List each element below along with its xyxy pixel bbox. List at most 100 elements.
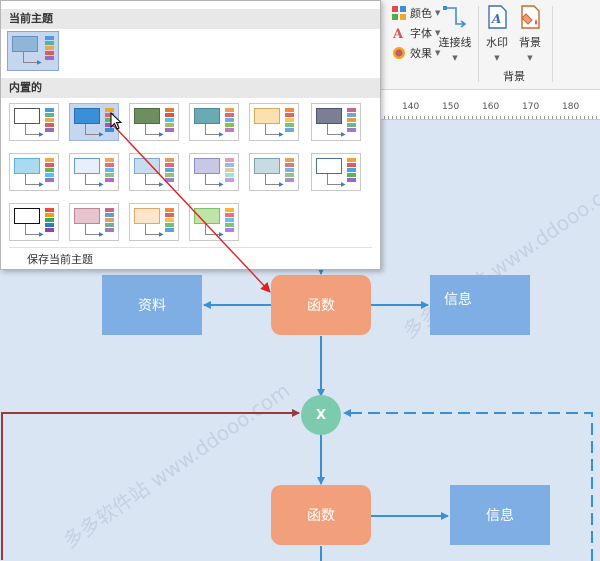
ruler-tick (532, 116, 533, 119)
save-current-theme-button[interactable]: 保存当前主题 (27, 253, 93, 266)
palette-swatch (45, 218, 54, 222)
theme-tile[interactable]: ▶ (189, 103, 239, 141)
theme-tile[interactable]: ▶ (189, 203, 239, 241)
theme-tile[interactable]: ▶ (9, 153, 59, 191)
background-bucket-icon (521, 5, 540, 29)
theme-tile[interactable]: ▶ (129, 203, 179, 241)
theme-preview-shape (194, 208, 220, 224)
palette-swatch (225, 228, 234, 232)
effect-icon (393, 47, 405, 59)
palette-swatch (165, 228, 174, 232)
theme-preview-arrow-icon: ▶ (159, 131, 164, 138)
theme-preview-connector (85, 134, 100, 135)
theme-color-palette (45, 208, 54, 232)
palette-swatch (165, 123, 174, 127)
theme-tile[interactable]: ▶ (129, 153, 179, 191)
palette-swatch (45, 36, 54, 40)
ruler-tick (408, 116, 409, 119)
svg-text:A: A (392, 27, 404, 40)
theme-tile[interactable]: ▶ (311, 103, 361, 141)
background-button[interactable]: 背景 ▼ (515, 4, 545, 62)
watermark-label: 水印 (486, 36, 508, 49)
ribbon-separator (478, 6, 479, 82)
connector-button[interactable]: 连接线 ▼ (436, 4, 474, 62)
theme-tile[interactable]: ▶ (69, 203, 119, 241)
palette-swatch (347, 173, 356, 177)
theme-preview-shape (254, 158, 280, 174)
ruler-tick (452, 116, 453, 119)
ruler-tick (468, 116, 469, 119)
connector-dashed-right-to-x[interactable] (343, 409, 593, 561)
theme-preview-shape (14, 158, 40, 174)
connector-left-to-x[interactable] (1, 409, 300, 560)
function-node-1[interactable]: 函数 (271, 275, 371, 335)
theme-preview-shape (194, 108, 220, 124)
effect-button[interactable]: 效果▼ (392, 44, 440, 62)
theme-preview-connector (85, 184, 100, 185)
theme-preview-shape (134, 158, 160, 174)
theme-preview-arrow-icon: ▶ (99, 231, 104, 238)
theme-tile[interactable]: ▶ (311, 153, 361, 191)
theme-preview-connector (145, 234, 160, 235)
theme-tile[interactable]: ▶ (249, 153, 299, 191)
palette-swatch (347, 123, 356, 127)
ruler-tick (388, 116, 389, 119)
current-theme-tile[interactable]: ▶ (7, 31, 59, 71)
watermark-button[interactable]: A 水印 ▼ (482, 4, 512, 62)
palette-swatch (165, 158, 174, 162)
palette-swatch (225, 158, 234, 162)
ruler-tick-label: 180 (562, 102, 580, 112)
junction-x-node[interactable]: X (301, 395, 341, 435)
palette-swatch (105, 208, 114, 212)
builtin-themes-header: 内置的 (1, 78, 380, 98)
theme-color-palette (285, 158, 294, 182)
palette-swatch (105, 128, 114, 132)
palette-swatch (347, 168, 356, 172)
theme-tile[interactable]: ▶ (69, 153, 119, 191)
theme-preview-connector (205, 234, 220, 235)
ruler-tick (404, 116, 405, 119)
font-label: 字体 (410, 27, 432, 40)
ruler-tick (588, 116, 589, 119)
theme-color-palette (165, 208, 174, 232)
theme-color-palette (45, 36, 54, 60)
color-grid-icon (392, 6, 406, 20)
palette-swatch (225, 223, 234, 227)
palette-swatch (105, 118, 114, 122)
ruler-tick (552, 116, 553, 119)
ruler-tick (520, 116, 521, 119)
color-button[interactable]: 颜色▼ (392, 4, 440, 22)
ruler-tick (400, 116, 401, 119)
theme-preview-arrow-icon: ▶ (37, 59, 42, 66)
palette-swatch (105, 163, 114, 167)
ruler-tick (572, 116, 573, 119)
palette-swatch (105, 158, 114, 162)
theme-color-palette (105, 158, 114, 182)
theme-preview-shape (316, 158, 342, 174)
palette-swatch (165, 173, 174, 177)
theme-tile[interactable]: ▶ (129, 103, 179, 141)
ruler-tick (544, 116, 545, 119)
theme-tile[interactable]: ▶ (249, 103, 299, 141)
font-button[interactable]: A 字体▼ (392, 24, 440, 42)
ruler-tick (444, 116, 445, 119)
ruler-tick (472, 116, 473, 119)
ruler-tick (488, 116, 489, 119)
theme-color-palette (225, 108, 234, 132)
source-node[interactable]: 资料 (102, 275, 202, 335)
theme-preview-connector (265, 124, 266, 134)
info-node-1[interactable]: 信息 (430, 275, 530, 335)
info-node-2[interactable]: 信息 (450, 485, 550, 545)
theme-tile[interactable]: ▶ (189, 153, 239, 191)
function-node-2[interactable]: 函数 (271, 485, 371, 545)
palette-swatch (225, 168, 234, 172)
theme-color-palette (45, 108, 54, 132)
theme-tile[interactable]: ▶ (9, 203, 59, 241)
theme-preview-connector (25, 224, 26, 234)
ruler-tick (528, 116, 529, 119)
mouse-cursor-icon (110, 112, 123, 130)
theme-preview-shape (74, 208, 100, 224)
theme-tile[interactable]: ▶ (9, 103, 59, 141)
palette-swatch (105, 123, 114, 127)
